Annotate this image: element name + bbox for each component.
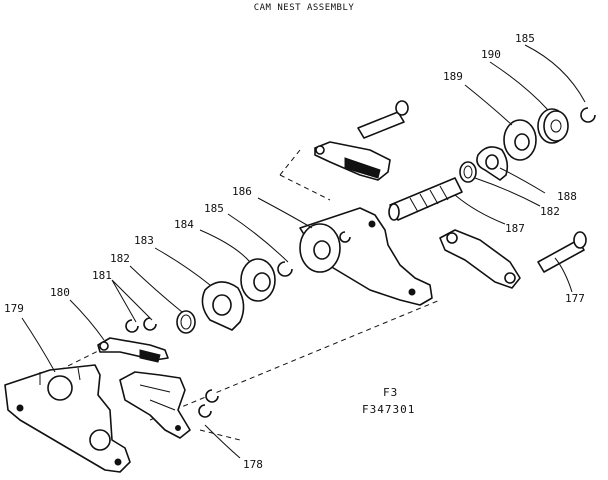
part-184-cam-wheel (240, 258, 276, 302)
label-184: 184 (174, 218, 194, 231)
part-labels: 177 178 179 180 181 182 183 184 185 186 … (4, 32, 585, 471)
label-177: 177 (565, 292, 585, 305)
part-188-cam (476, 146, 509, 181)
part-178-clips (198, 389, 219, 418)
label-183: 183 (134, 234, 154, 247)
diagram-title: CAM NEST ASSEMBLY (254, 3, 355, 13)
part-185-clip-lower (277, 261, 293, 277)
part-upper-bracket (314, 141, 391, 181)
label-179: 179 (4, 302, 24, 315)
part-upper-pin (357, 100, 409, 139)
part-177-pin (537, 231, 587, 273)
part-183-cam (201, 281, 245, 331)
part-178-lever-arm (119, 371, 191, 439)
label-186: 186 (232, 185, 252, 198)
label-185-upper: 185 (515, 32, 535, 45)
part-179-frame-plate (4, 364, 131, 473)
label-181: 181 (92, 269, 112, 282)
label-188: 188 (557, 190, 577, 203)
label-180: 180 (50, 286, 70, 299)
part-180-link-bracket (97, 337, 169, 363)
part-182-spring-washer-lower (176, 310, 196, 334)
part-185-clip-upper (580, 107, 596, 123)
part-182-spring-washer-upper (459, 161, 477, 183)
part-186-main-plate (299, 207, 433, 306)
part-189-cam-wheel (503, 119, 537, 161)
part-187-threaded-shaft (388, 177, 463, 221)
label-178: 178 (243, 458, 263, 471)
figure-number: F347301 (362, 403, 415, 416)
label-182-upper: 182 (540, 205, 560, 218)
part-181-clips (125, 317, 157, 333)
figure-code: F3 (383, 386, 398, 399)
label-189: 189 (443, 70, 463, 83)
label-182-lower: 182 (110, 252, 130, 265)
leader-lines (21, 44, 586, 459)
label-190: 190 (481, 48, 501, 61)
label-187: 187 (505, 222, 525, 235)
label-185-lower: 185 (204, 202, 224, 215)
part-right-link (439, 229, 521, 289)
part-190-roller (537, 108, 569, 144)
